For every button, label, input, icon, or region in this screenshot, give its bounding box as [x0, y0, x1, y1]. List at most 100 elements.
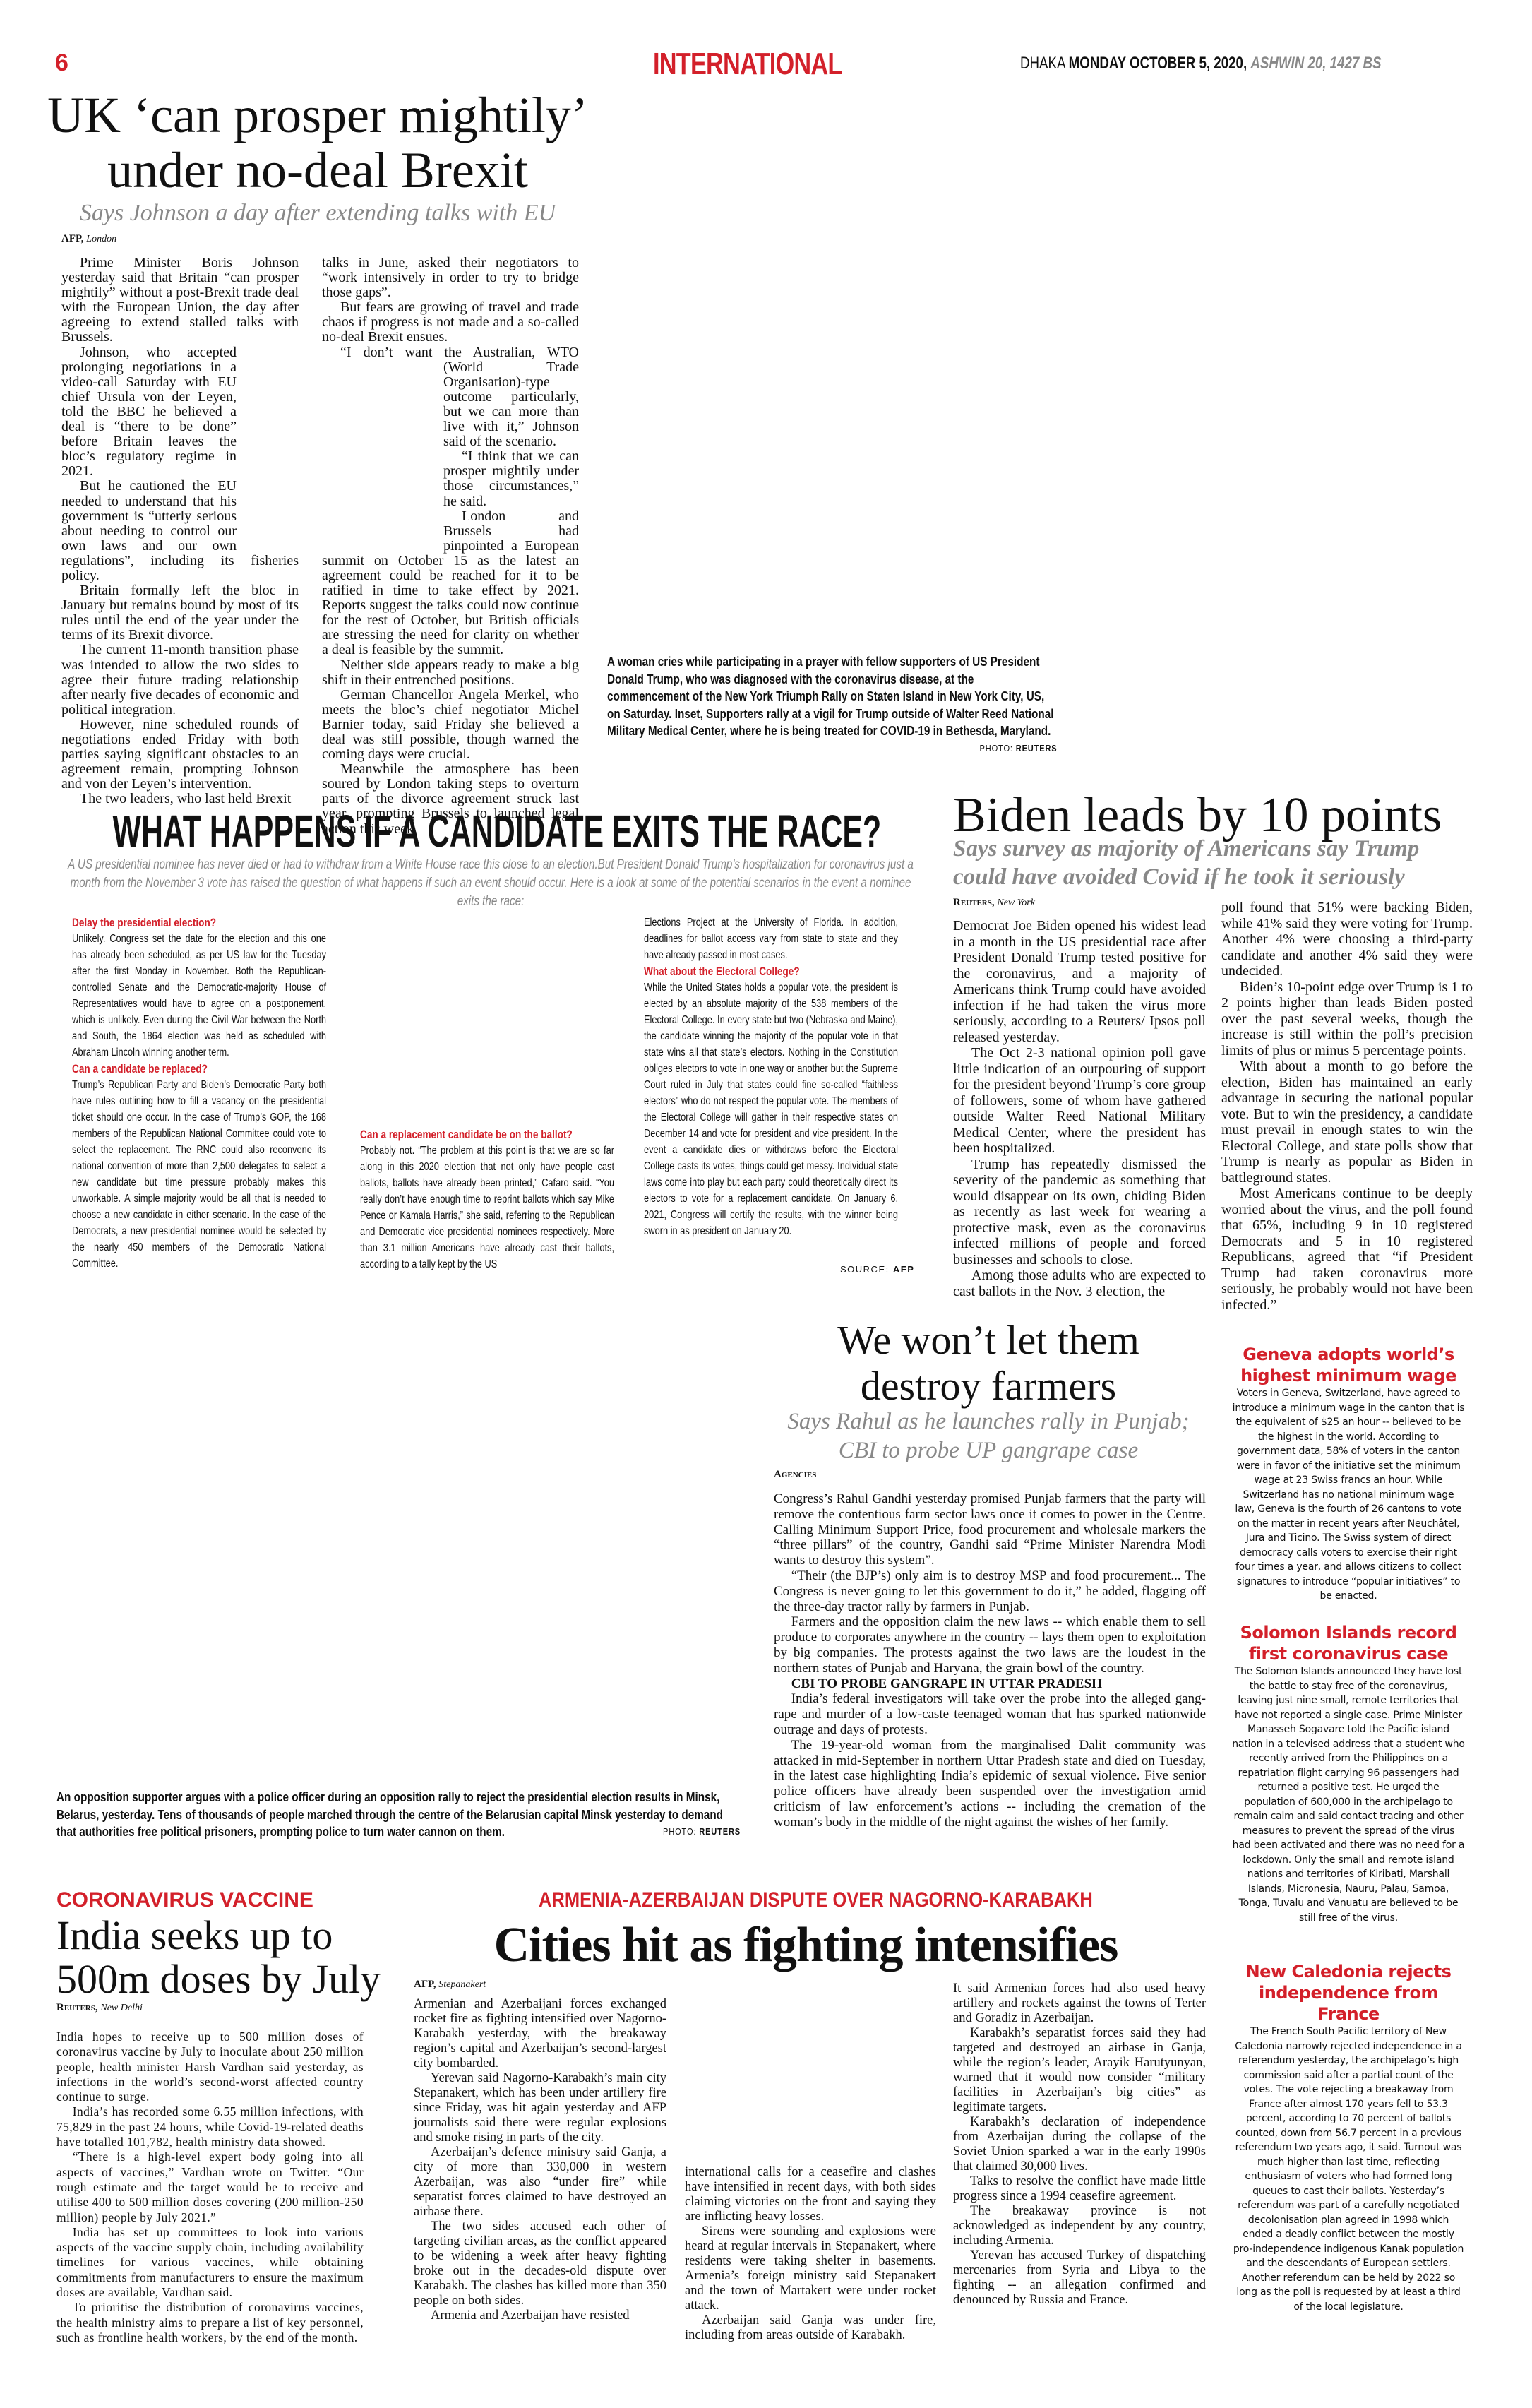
paragraph: Meanwhile the atmosphere has been soured… [322, 761, 579, 837]
paragraph: India has set up committees to look into… [56, 2224, 364, 2300]
biden-subhead: Says survey as majority of Americans say… [953, 836, 1420, 890]
armenia-column-3: It said Armenian forces had also used he… [953, 1981, 1206, 2308]
what-happens-column-2: Can a replacement candidate be on the ba… [360, 1126, 614, 1272]
armenia-column-1-text: Armenian and Azerbaijani forces exchange… [414, 1997, 666, 2323]
paragraph: Sirens were sounding and explosions were… [685, 2224, 936, 2313]
farmers-headline: We won’t let them destroy farmers [837, 1317, 1139, 1409]
byline-agency: Reuters, [953, 897, 995, 908]
paragraph: Trump has repeatedly dismissed the sever… [953, 1156, 1206, 1268]
india-headline: India seeks up to 500m doses by July [56, 1912, 381, 2002]
paragraph: Congress’s Rahul Gandhi yesterday promis… [774, 1491, 1206, 1568]
biden-column-2-text: Biden’s 10-point edge over Trump is 1 to… [1221, 979, 1473, 1313]
paragraph: India hopes to receive up to 500 million… [56, 2029, 364, 2104]
paragraph: “I don’t want the Australian, WTO (World… [340, 344, 579, 450]
india-text: India hopes to receive up to 500 million… [56, 2029, 364, 2345]
dateline: DHAKA MONDAY OCTOBER 5, 2020, ASHWIN 20,… [1020, 54, 1472, 73]
uk-column-2: talks in June, asked their negotiators t… [322, 255, 579, 837]
brief-headline: New Caledonia rejects independence from … [1245, 1962, 1452, 2024]
paragraph: The current 11-month transition phase wa… [61, 642, 299, 717]
paragraph: Biden’s 10-point edge over Trump is 1 to… [1221, 979, 1473, 1059]
uk-column-1-text: Prime Minister Boris Johnson yesterday s… [61, 255, 299, 807]
paragraph: But fears are growing of travel and trad… [322, 299, 579, 345]
paragraph: “There is a high-level expert body going… [56, 2150, 364, 2224]
dateline-city: DHAKA [1020, 54, 1065, 73]
biden-byline: Reuters, New York [953, 897, 1035, 909]
caption-text: An opposition supporter argues with a po… [56, 1790, 724, 1839]
paragraph: Armenia and Azerbaijan have resisted [431, 2308, 630, 2323]
brief-body: The French South Pacific territory of Ne… [1233, 2026, 1464, 2313]
paragraph: The two sides accused each other of targ… [414, 2219, 666, 2308]
paragraph: With about a month to go before the elec… [1221, 1059, 1473, 1186]
brief-new-caledonia: New Caledonia rejects independence from … [1232, 1961, 1465, 2314]
armenia-kicker: ARMENIA-AZERBAIJAN DISPUTE OVER NAGORNO-… [539, 1888, 1093, 1912]
paragraph: The Oct 2-3 national opinion poll gave l… [953, 1045, 1206, 1156]
paragraph: However, nine scheduled rounds of negoti… [61, 716, 299, 792]
uk-byline: AFP, London [61, 233, 116, 245]
biden-column-1: Democrat Joe Biden opened his widest lea… [953, 918, 1206, 1299]
india-byline: Reuters, New Delhi [56, 2002, 143, 2014]
byline-location: London [86, 234, 117, 244]
byline-location: New York [997, 898, 1035, 908]
paragraph: India’s federal investigators will take … [774, 1691, 1206, 1737]
farmers-text: India’s federal investigators will take … [774, 1691, 1206, 1830]
question-heading: Delay the presidential election? [72, 916, 217, 929]
what-happens-headline: WHAT HAPPENS IF A CANDIDATE EXITS THE RA… [112, 806, 882, 857]
paragraph: Neither side appears ready to make a big… [322, 657, 579, 688]
brief-body: Voters in Geneva, Switzerland, have agre… [1232, 1388, 1465, 1602]
paragraph: Among those adults who are expected to c… [953, 1268, 1206, 1299]
armenia-column-3-text: Karabakh’s separatist forces said they h… [953, 2026, 1206, 2308]
continued-paragraph: It said Armenian forces had also used he… [953, 1981, 1206, 2025]
dateline-date: MONDAY OCTOBER 5, 2020, [1068, 54, 1247, 73]
paragraph: The breakaway province is not acknowledg… [953, 2204, 1206, 2248]
answer-text: Trump’s Republican Party and Biden’s Dem… [72, 1079, 326, 1270]
paragraph: But he cautioned the EU needed to unders… [61, 478, 299, 583]
paragraph: Democrat Joe Biden opened his widest lea… [953, 918, 1206, 1045]
byline-agency: Reuters, [56, 2002, 98, 2013]
paragraph: To prioritise the distribution of corona… [56, 2300, 364, 2344]
armenia-column-1: Armenian and Azerbaijani forces exchange… [414, 1997, 666, 2323]
india-kicker: CORONAVIRUS VACCINE [56, 1888, 313, 1912]
paragraph: Talks to resolve the conflict have made … [953, 2174, 1206, 2203]
what-happens-intro: A US presidential nominee has never died… [68, 857, 914, 909]
uk-subhead: Says Johnson a day after extending talks… [79, 200, 556, 226]
biden-column-1-text: Democrat Joe Biden opened his widest lea… [953, 918, 1206, 1299]
farmers-byline: Agencies [774, 1469, 817, 1480]
brief-headline: Solomon Islands record first coronavirus… [1240, 1623, 1457, 1664]
continued-paragraph: international calls for a ceasefire and … [685, 2165, 936, 2224]
paragraph: India’s has recorded some 6.55 million i… [56, 2104, 364, 2150]
brief-geneva: Geneva adopts world’s highest minimum wa… [1232, 1344, 1465, 1604]
farmers-subhead: Says Rahul as he launches rally in Punja… [787, 1409, 1190, 1463]
belarus-photo-caption: An opposition supporter argues with a po… [56, 1789, 741, 1841]
uk-column-1: Prime Minister Boris Johnson yesterday s… [61, 255, 299, 807]
source-credit: SOURCE: AFP [840, 1264, 915, 1275]
paragraph: Britain formally left the bloc in Januar… [61, 583, 299, 643]
uk-column-2-text: But fears are growing of travel and trad… [322, 300, 579, 836]
paragraph: Johnson, who accepted prolonging negotia… [61, 344, 237, 479]
paragraph: Yerevan said Nagorno-Karabakh’s main cit… [414, 2071, 666, 2145]
paragraph: Most Americans continue to be deeply wor… [1221, 1186, 1473, 1313]
byline-location: New Delhi [100, 2003, 143, 2013]
armenia-column-2: international calls for a ceasefire and … [685, 2165, 936, 2343]
inset-photo-area [322, 360, 443, 540]
paragraph: The two leaders, who last held Brexit [80, 791, 292, 807]
india-body: India hopes to receive up to 500 million… [56, 2029, 364, 2345]
question-heading: What about the Electoral College? [644, 965, 800, 978]
continued-paragraph: poll found that 51% were backing Biden, … [1221, 900, 1473, 979]
byline-agency: AFP, [61, 233, 84, 244]
armenia-headline: Cities hit as fighting intensifies [493, 1918, 1119, 1972]
uk-headline: UK ‘can prosper mightily’ under no-deal … [47, 87, 588, 198]
paragraph: London and Brussels had pinpointed a Eur… [322, 508, 579, 658]
paragraph: Armenian and Azerbaijani forces exchange… [414, 1997, 666, 2070]
byline-agency: AFP, [414, 1979, 436, 1990]
farmers-body: Congress’s Rahul Gandhi yesterday promis… [774, 1491, 1206, 1830]
brief-headline: Geneva adopts world’s highest minimum wa… [1240, 1345, 1456, 1385]
paragraph: The 19-year-old woman from the marginali… [774, 1737, 1206, 1830]
paragraph: Yerevan has accused Turkey of dispatchin… [953, 2248, 1206, 2307]
question-heading: Can a candidate be replaced? [72, 1062, 208, 1075]
paragraph: Farmers and the opposition claim the new… [774, 1614, 1206, 1676]
byline-location: Stepanakert [438, 1979, 486, 1990]
paragraph: Azerbaijan’s defence ministry said Ganja… [414, 2145, 666, 2219]
brief-solomon-islands: Solomon Islands record first coronavirus… [1232, 1622, 1465, 1925]
answer-text: Unlikely. Congress set the date for the … [72, 933, 326, 1059]
caption-text: A woman cries while participating in a p… [607, 655, 1054, 738]
